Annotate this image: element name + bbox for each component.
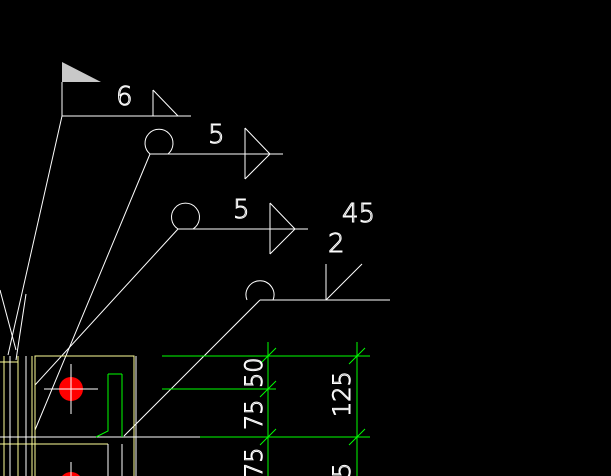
weld-all-around-icon bbox=[245, 280, 275, 301]
weld-all-around-icon bbox=[171, 202, 200, 230]
weld-size-label: 5 bbox=[208, 120, 225, 150]
dimension-label: 125 bbox=[328, 371, 356, 417]
dimension-labels: 50 75 75 125 5 bbox=[240, 357, 357, 476]
weld-symbol-2: 5 bbox=[34, 120, 283, 431]
dimension-label: 50 bbox=[240, 357, 268, 388]
arrow-leader bbox=[34, 228, 179, 386]
weld-all-around-icon bbox=[144, 128, 174, 155]
weld-size-label: 5 bbox=[233, 195, 250, 225]
arrow-leader bbox=[123, 299, 261, 437]
weld-symbol-3: 5 bbox=[34, 195, 308, 386]
bevel-weld-icon-diagonal bbox=[325, 263, 363, 301]
field-weld-flag-icon bbox=[62, 62, 101, 82]
arrow-leader bbox=[15, 293, 27, 361]
bolt-group bbox=[44, 364, 98, 476]
dimension-label: 5 bbox=[328, 463, 356, 476]
fillet-weld-icon bbox=[152, 90, 178, 117]
arrow-leader bbox=[7, 115, 63, 356]
bevel-weld-icon bbox=[269, 202, 296, 255]
dimension-tick bbox=[259, 380, 277, 398]
dimension-label: 75 bbox=[240, 447, 268, 476]
end-plate-outline bbox=[34, 355, 135, 476]
fillet-weld-diagonal bbox=[152, 89, 179, 117]
stiffener-outline bbox=[95, 374, 109, 438]
dimension-lines bbox=[162, 342, 370, 476]
dimension-label: 75 bbox=[240, 399, 268, 430]
dimension-tick bbox=[259, 347, 277, 365]
dimension-tick bbox=[348, 428, 366, 446]
dimension-tick bbox=[259, 428, 277, 446]
arrow-leader bbox=[0, 289, 17, 351]
dimension-tick bbox=[348, 347, 366, 365]
weld-angle-label: 45 bbox=[342, 199, 375, 229]
bevel-weld-icon bbox=[244, 127, 271, 180]
weld-size-label: 6 bbox=[116, 82, 133, 112]
arrow-leader bbox=[34, 153, 151, 431]
steel-member-outlines bbox=[0, 355, 200, 476]
weld-symbol-4: 2 45 bbox=[123, 199, 390, 437]
weld-symbol-1: 6 bbox=[7, 62, 191, 356]
weld-size-label: 2 bbox=[328, 229, 345, 259]
